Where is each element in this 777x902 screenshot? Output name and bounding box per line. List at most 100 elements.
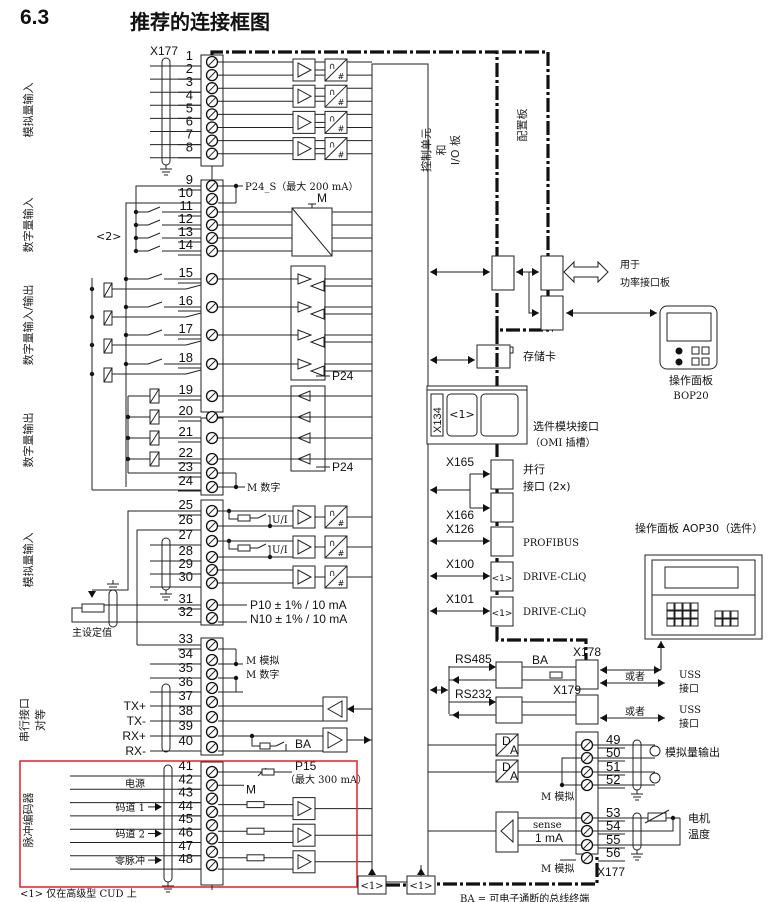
ui-label-1: U/I: [272, 515, 288, 526]
terminal-screw-slot-21: [207, 433, 217, 443]
terminal-screw-slot-38: [207, 712, 217, 722]
terminal-number-5: 5: [186, 100, 193, 115]
terminal-screw-slot-48: [207, 860, 217, 870]
group-label-3: 数字量输入/输出: [21, 285, 35, 366]
terminal-number-26: 26: [179, 512, 193, 527]
terminal-screw-slot-39: [207, 727, 217, 737]
terminal-screw-slot-41: [207, 767, 217, 777]
terminal-number-39: 39: [179, 718, 193, 733]
terminal-number-51: 51: [606, 759, 620, 774]
terminal-number-31: 31: [179, 591, 193, 606]
arrow-head: [452, 676, 459, 684]
aop30-key: [714, 610, 723, 619]
enc-amp-1-triangle: [297, 800, 313, 817]
ui-label-2: U/I: [272, 545, 288, 556]
terminal-number-9: 9: [186, 172, 193, 187]
aop30-key: [722, 610, 731, 619]
terminal-number-17: 17: [179, 321, 193, 336]
dio-module: [290, 265, 326, 381]
terminal-number-37: 37: [179, 688, 193, 703]
aop30-key: [666, 618, 675, 627]
power-interface-arrow: [563, 260, 609, 284]
terminal-number-4: 4: [186, 87, 193, 102]
page-title: 推荐的连接框图: [130, 10, 270, 34]
terminal-screw-slot-11: [207, 207, 217, 217]
ai2-adc-1-slash: [324, 505, 348, 529]
analog-out-shield: [632, 739, 642, 791]
main-setpoint-label: 主设定值: [72, 626, 112, 639]
arrow-head: [430, 686, 437, 694]
ai-amp-3-triangle: [297, 114, 313, 131]
ba-resistor-right: [549, 671, 563, 679]
ai-adc-4-glyph: ∩: [329, 141, 336, 151]
aop30-link-h-head-right: [654, 666, 661, 674]
p15-label: P15: [295, 759, 317, 773]
dio-switch-15: [147, 273, 163, 280]
x101-link-head-left: [430, 607, 437, 615]
do-module: [290, 385, 326, 472]
terminal-screw-slot-10: [207, 194, 217, 204]
group-label-2: 数字量输入: [21, 198, 35, 253]
memory-card-tab: [509, 346, 514, 354]
terminal-screw-slot-r54: [582, 826, 592, 836]
arrow-head: [483, 470, 490, 478]
uss-link-1-head-right: [658, 679, 665, 687]
interface-module-2: [540, 255, 564, 291]
option-slot-sub: （OMI 插槽）: [530, 436, 596, 449]
terminal-screw-slot-r49: [582, 740, 592, 750]
terminal-screw-slot-6: [207, 123, 217, 132]
note-2: <2>: [96, 230, 121, 243]
memory-card-label: 存储卡: [523, 349, 556, 363]
di-switch-14: [147, 245, 161, 252]
junction-dot: [559, 782, 565, 788]
x134-tab: [430, 393, 444, 437]
bop20-key: [701, 346, 710, 355]
terminal-number-11: 11: [180, 198, 194, 213]
terminal-screw-slot-30: [207, 578, 217, 588]
x100-note: <1>: [492, 574, 513, 584]
terminal-screw-slot-r50: [582, 753, 592, 763]
ba-switch: [275, 741, 285, 747]
temp-sensor-amp: [495, 811, 519, 853]
uss-label-2b: 接口: [679, 717, 699, 730]
terminal-number-50: 50: [606, 745, 620, 760]
ui-switch-2: [257, 543, 267, 549]
aop30-key: [714, 618, 723, 627]
module-link-head-right: [532, 268, 539, 276]
arrow-head: [489, 663, 496, 671]
control-unit-label-1: 控制单元: [419, 128, 433, 172]
ba-resistor: [259, 742, 271, 750]
track1-label: 码道 1: [115, 801, 145, 814]
uss-link-2-head-right: [658, 714, 665, 722]
bop20-link-head-right: [650, 309, 657, 317]
ai2-cable-shield: [161, 537, 171, 591]
terminal-screw-slot-24: [207, 482, 217, 492]
ai-amp-4-triangle: [297, 140, 313, 157]
terminal-screw-slot-2: [207, 70, 217, 80]
arrow-head: [417, 868, 425, 875]
footnote-1: <1> 仅在高级型 CUD 上: [20, 887, 137, 900]
x166-port: [490, 492, 514, 523]
ui-wire-2: [228, 541, 238, 550]
terminal-number-29: 29: [179, 556, 193, 571]
aop30-key: [730, 610, 739, 619]
option-slot-2: [480, 393, 519, 437]
m-analog-label-3: M 模拟: [541, 862, 574, 875]
aop30-key: [690, 610, 699, 619]
meter-icon-1: [649, 745, 661, 757]
terminal-screw-slot-27: [207, 536, 217, 546]
terminal-screw-slot-44: [207, 807, 217, 817]
enc-resistor-3: [246, 854, 265, 862]
terminal-number-49: 49: [606, 732, 620, 747]
terminal-screw-slot-36: [207, 683, 217, 693]
uss-label-1a: USS: [679, 670, 701, 681]
ba-label-left: BA: [295, 737, 311, 751]
terminal-number-24: 24: [179, 473, 193, 488]
section-number: 6.3: [20, 6, 50, 29]
terminal-screw-slot-47: [207, 847, 217, 857]
terminal-screw-slot-26: [207, 521, 217, 531]
m-analog-label-2: M 模拟: [541, 790, 574, 803]
dio-switch-18: [147, 358, 163, 365]
terminal-number-6: 6: [186, 114, 193, 129]
group-label-6-line2: 对等: [33, 709, 47, 731]
